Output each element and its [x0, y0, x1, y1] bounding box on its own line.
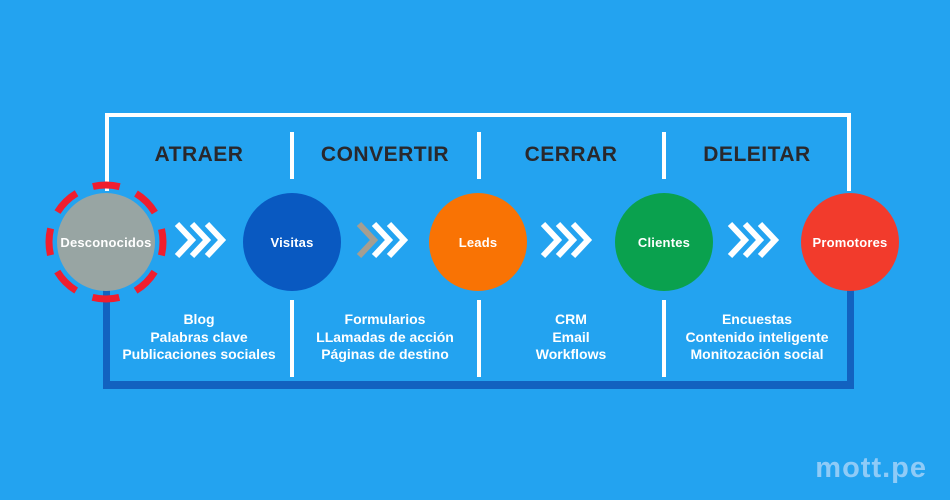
tactics-divider-2	[477, 300, 481, 377]
tactics-divider-1	[290, 300, 294, 377]
tactic-item: Páginas de destino	[321, 346, 449, 362]
tactic-item: Palabras clave	[150, 328, 248, 345]
header-divider-1	[290, 132, 294, 179]
top-bracket-right-end	[847, 113, 851, 191]
header-divider-3	[662, 132, 666, 179]
chevron-icon	[727, 221, 750, 259]
tactics-divider-3	[662, 300, 666, 377]
node-label-visitas: Visitas	[270, 234, 314, 250]
tactic-item: LLamadas de acción	[316, 328, 454, 345]
funnel-node-leads: Leads	[429, 193, 527, 291]
bottom-bracket-bar	[103, 381, 854, 389]
tactic-item: Contenido inteligente	[685, 328, 829, 345]
bottom-bracket-left-end	[103, 290, 110, 389]
red-dashed-ring	[45, 181, 167, 303]
tactic-item: Workflows	[535, 346, 607, 362]
chevron-icon	[540, 221, 563, 259]
funnel-node-desconocidos: Desconocidos	[57, 193, 155, 291]
chevron-icon	[570, 221, 592, 259]
chevron-icon	[189, 221, 212, 259]
tactic-item: Blog	[183, 311, 215, 327]
tactic-item: Publicaciones sociales	[122, 346, 276, 362]
flow-arrow-3	[540, 221, 592, 259]
bottom-bracket-right-end	[847, 290, 854, 389]
chevron-icon	[371, 221, 394, 259]
flow-arrow-1	[174, 221, 226, 259]
node-label-clientes: Clientes	[637, 234, 691, 250]
node-label-promotores: Promotores	[812, 234, 888, 250]
stage-heading-atraer: ATRAER	[154, 143, 244, 166]
flow-arrow-2	[356, 221, 408, 259]
tactic-item: Encuestas	[721, 311, 793, 327]
node-label-leads: Leads	[458, 234, 498, 250]
chevron-icon	[555, 221, 578, 259]
tactics-list-deleitar: Encuestas Contenido inteligente Monitoza…	[647, 311, 867, 364]
brand-logo: mott.pe	[815, 452, 927, 484]
tactic-item: Monitozación social	[690, 346, 824, 362]
stage-heading-deleitar: DELEITAR	[703, 143, 811, 166]
top-bracket-left-end	[105, 113, 109, 191]
funnel-node-promotores: Promotores	[801, 193, 899, 291]
tactic-item: Email	[552, 328, 590, 345]
chevron-icon	[757, 221, 779, 259]
tactics-list-convertir: Formularios LLamadas de acción Páginas d…	[275, 311, 495, 364]
stage-heading-cerrar: CERRAR	[524, 143, 618, 166]
funnel-node-clientes: Clientes	[615, 193, 713, 291]
stage-heading-convertir: CONVERTIR	[320, 143, 450, 166]
dashed-ring-stroke	[45, 181, 167, 303]
chevron-icon	[386, 221, 408, 259]
header-divider-2	[477, 132, 481, 179]
tactic-item: Formularios	[344, 311, 426, 327]
chevron-icon	[742, 221, 765, 259]
tactics-list-atraer: Blog Palabras clave Publicaciones social…	[89, 311, 309, 364]
tactic-item: CRM	[555, 311, 587, 327]
chevron-icon	[356, 221, 379, 259]
flow-arrow-4	[727, 221, 779, 259]
chevron-icon	[204, 221, 226, 259]
funnel-node-visitas: Visitas	[243, 193, 341, 291]
top-bracket-line	[105, 113, 851, 117]
node-label-desconocidos: Desconocidos	[60, 234, 152, 250]
tactics-list-cerrar: CRM Email Workflows	[461, 311, 681, 364]
chevron-icon	[174, 221, 197, 259]
